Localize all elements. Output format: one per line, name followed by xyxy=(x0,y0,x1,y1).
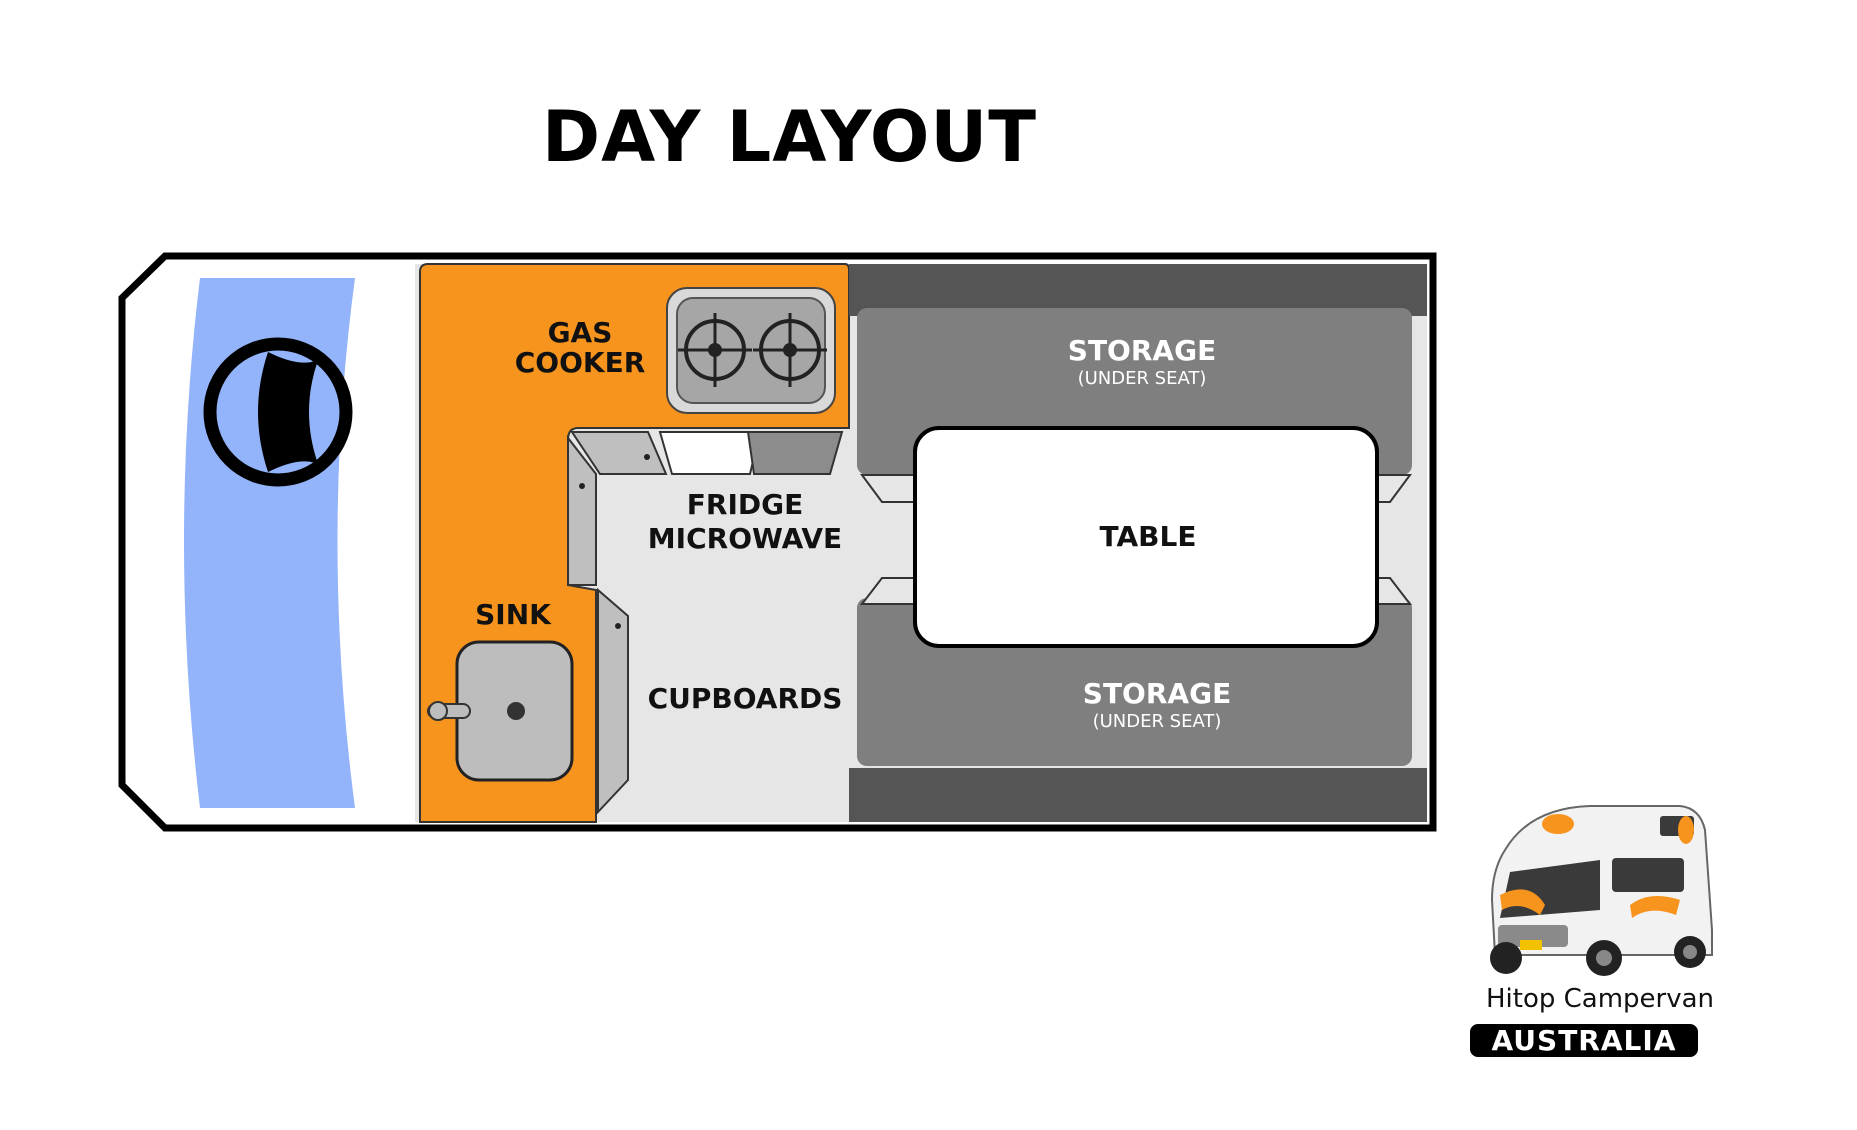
gas-cooker-hob xyxy=(666,287,836,414)
sink-basin xyxy=(427,640,574,782)
gas-cooker-label-line2: COOKER xyxy=(515,346,646,379)
fridge-microwave-units xyxy=(658,431,844,475)
page-title: DAY LAYOUT xyxy=(542,96,1038,178)
steering-wheel-icon xyxy=(203,337,353,487)
rear-bench-back-bottom xyxy=(849,768,1427,822)
gas-cooker-label-line1: GAS xyxy=(548,316,613,349)
storage-top-label: STORAGE xyxy=(1068,334,1216,367)
cabinet-doors xyxy=(567,431,668,815)
table-top xyxy=(913,426,1379,648)
region-badge: AUSTRALIA xyxy=(1470,1024,1698,1057)
microwave-label: MICROWAVE xyxy=(648,522,842,555)
cupboards-label: CUPBOARDS xyxy=(648,682,843,715)
storage-bottom-label: STORAGE xyxy=(1083,677,1231,710)
rear-bench-back-top xyxy=(849,264,1427,316)
table-label: TABLE xyxy=(1100,520,1197,553)
storage-top-note: (UNDER SEAT) xyxy=(1078,368,1207,389)
campervan-illustration xyxy=(1490,805,1713,976)
table-supports xyxy=(859,474,1413,605)
fridge-label: FRIDGE xyxy=(687,488,803,521)
storage-bottom-note: (UNDER SEAT) xyxy=(1093,711,1222,732)
windscreen xyxy=(184,278,355,808)
vehicle-name: Hitop Campervan xyxy=(1485,984,1715,1014)
sink-label: SINK xyxy=(475,598,552,631)
